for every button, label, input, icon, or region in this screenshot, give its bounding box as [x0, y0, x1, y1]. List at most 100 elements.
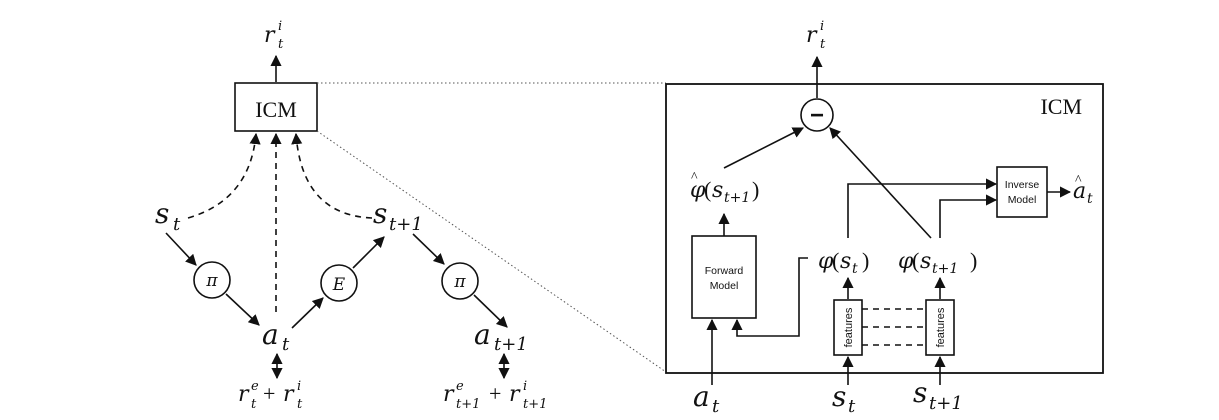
svg-text:t: t — [282, 334, 290, 355]
svg-text:φ: φ — [690, 178, 706, 203]
phi-st-to-inverse-arrow — [847, 178, 998, 238]
svg-text:φ: φ — [898, 249, 914, 274]
phi-st1-to-minus-arrow — [829, 127, 932, 239]
action-t1-label: a t+1 — [474, 318, 528, 355]
svg-text:t+1: t+1 — [523, 397, 547, 412]
svg-text:r: r — [238, 382, 250, 407]
forward-model-box — [691, 235, 757, 319]
svg-text:t+1: t+1 — [494, 334, 528, 355]
svg-text:a: a — [262, 318, 279, 351]
st-to-policy-arrow — [165, 232, 197, 266]
svg-text:t+1: t+1 — [724, 190, 750, 206]
predicted-feature-label: φ ^ ( s t+1 ) — [690, 170, 759, 206]
icm-detail-frame — [665, 83, 1104, 374]
svg-text:e: e — [251, 379, 259, 394]
svg-text:t: t — [848, 396, 856, 417]
forward-model-label-line2: Model — [710, 280, 739, 292]
policy-symbol: π — [205, 271, 218, 291]
policy-to-at-arrow — [225, 293, 260, 326]
svg-text:i: i — [278, 19, 282, 34]
svg-text:+: + — [263, 381, 275, 406]
state-t-label: s t — [155, 197, 181, 235]
phi-st1-label: φ ( s t+1 ) — [898, 248, 977, 277]
svg-text:a: a — [474, 318, 491, 351]
svg-text:φ: φ — [818, 249, 834, 274]
forward-model-label-line1: Forward — [705, 265, 744, 277]
input-state1-label: s t+1 — [913, 376, 963, 414]
phi-st-label: φ ( s t ) — [818, 248, 869, 277]
st1-to-icm-dashed — [291, 132, 373, 219]
st-to-icm-dashed — [187, 132, 261, 219]
svg-text:): ) — [862, 248, 869, 273]
environment-symbol: E — [332, 275, 346, 295]
svg-text:r: r — [509, 382, 521, 407]
icm-box — [234, 82, 318, 132]
phi-hat-to-minus-arrow — [723, 127, 804, 169]
left-reward-label: r i t — [264, 19, 284, 52]
svg-text:t: t — [297, 397, 303, 412]
minus-symbol: − — [810, 102, 824, 129]
policy-node-t — [193, 261, 231, 299]
svg-text:s: s — [913, 376, 927, 409]
policy-symbol: π — [453, 272, 466, 292]
svg-text:+: + — [489, 381, 501, 406]
svg-text:t: t — [1087, 191, 1093, 207]
svg-text:t: t — [712, 396, 720, 417]
svg-text:t: t — [251, 397, 257, 412]
inverse-model-box — [996, 166, 1048, 218]
svg-text:s: s — [920, 249, 931, 274]
subtraction-node — [800, 98, 834, 132]
st1-to-policy-arrow — [412, 233, 445, 265]
svg-text:(: ( — [832, 248, 839, 273]
svg-text:t+1: t+1 — [389, 214, 423, 235]
svg-text:r: r — [806, 23, 818, 48]
svg-text:): ) — [970, 248, 977, 273]
policy-node-t1 — [441, 262, 479, 300]
icm-box-label: ICM — [255, 97, 297, 122]
svg-text:s: s — [155, 197, 169, 230]
state-t1-label: s t+1 — [373, 197, 423, 235]
svg-text:(: ( — [704, 177, 711, 202]
svg-text:a: a — [1073, 179, 1086, 204]
environment-node — [320, 264, 358, 302]
svg-text:t: t — [820, 37, 826, 52]
inverse-model-label-line2: Model — [1008, 194, 1037, 206]
svg-text:s: s — [712, 178, 723, 203]
feature-encoder-right — [925, 299, 955, 356]
svg-text:): ) — [752, 177, 759, 202]
svg-text:r: r — [283, 382, 295, 407]
svg-text:^: ^ — [691, 170, 698, 185]
inverse-model-label-line1: Inverse — [1005, 179, 1040, 191]
svg-text:r: r — [443, 382, 455, 407]
svg-text:e: e — [456, 379, 464, 394]
features-label-left: features — [843, 307, 855, 347]
input-action-label: a t — [693, 380, 720, 417]
at-to-env-arrow — [291, 297, 324, 329]
svg-text:t: t — [852, 261, 858, 277]
svg-text:s: s — [373, 197, 387, 230]
svg-text:i: i — [820, 19, 824, 34]
svg-text:t+1: t+1 — [929, 393, 963, 414]
svg-text:i: i — [297, 379, 301, 394]
svg-text:t+1: t+1 — [456, 397, 480, 412]
right-diagram: ICM r i t − φ ^ ( s t+1 ) Forward Model — [665, 19, 1104, 417]
svg-text:t: t — [173, 214, 181, 235]
svg-text:s: s — [832, 380, 846, 413]
svg-text:t+1: t+1 — [932, 261, 958, 277]
icm-detail-title: ICM — [1040, 94, 1082, 119]
policy-to-at1-arrow — [473, 294, 508, 328]
svg-text:(: ( — [912, 248, 919, 273]
left-diagram: r i t ICM s t s t+1 π a — [155, 19, 667, 412]
svg-text:^: ^ — [1075, 173, 1082, 188]
svg-text:r: r — [264, 23, 276, 48]
right-reward-label: r i t — [806, 19, 826, 52]
reward-t1-label: r e t+1 + r i t+1 — [443, 379, 547, 412]
svg-text:s: s — [840, 249, 851, 274]
features-label-right: features — [935, 307, 947, 347]
zoom-line-bottom — [316, 130, 667, 373]
svg-text:i: i — [523, 379, 527, 394]
predicted-action-label: a ^ t — [1073, 173, 1093, 207]
phi-st1-to-inverse-arrow — [939, 194, 998, 238]
reward-t-label: r e t + r i t — [238, 379, 303, 412]
